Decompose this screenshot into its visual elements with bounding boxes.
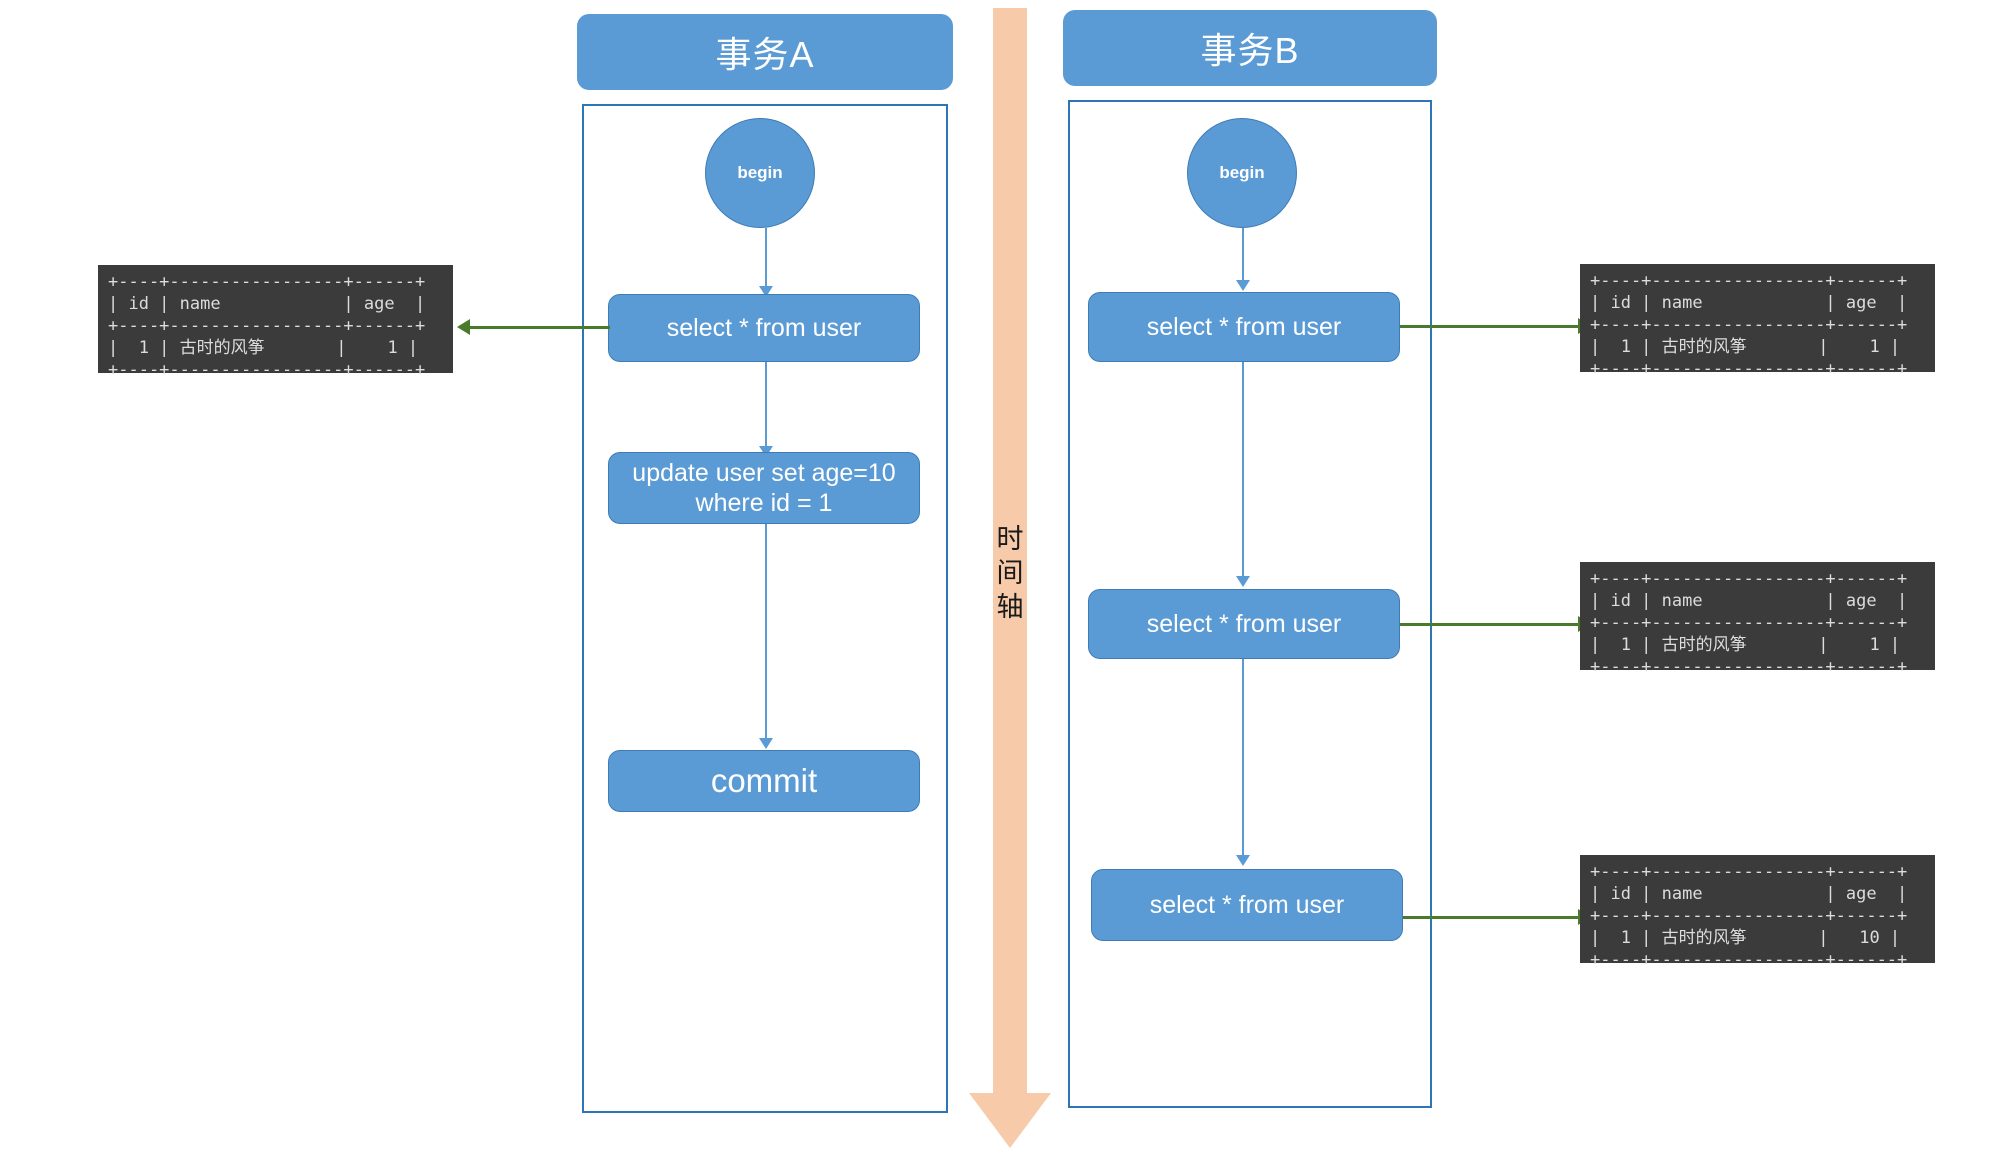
- node-update-a-line1: update user set age=10: [632, 459, 896, 487]
- result-connector-b-select-1: [1400, 325, 1580, 328]
- result-border-top: +----+-----------------+------+: [1590, 271, 1908, 291]
- result-border-mid: +----+-----------------+------+: [1590, 906, 1908, 926]
- result-arrowhead-a-select: [457, 319, 470, 335]
- result-border-mid: +----+-----------------+------+: [108, 316, 426, 336]
- timeline-axis-arrowhead: [969, 1093, 1051, 1148]
- node-select-a[interactable]: select * from user: [608, 294, 920, 362]
- flow-arrowhead-a3: [759, 738, 773, 749]
- node-commit-a[interactable]: commit: [608, 750, 920, 812]
- flow-arrowhead-a2: [759, 446, 773, 457]
- result-table-a-select: +----+-----------------+------+ | id | n…: [98, 265, 453, 380]
- lane-title-b: 事务B: [1200, 30, 1300, 71]
- timeline-char-1: 时: [996, 524, 1024, 554]
- node-select-b-3-label: select * from user: [1149, 891, 1345, 919]
- result-border-bottom: +----+-----------------+------+: [1590, 657, 1908, 677]
- result-border-mid: +----+-----------------+------+: [1590, 315, 1908, 335]
- flow-arrowhead-b3: [1236, 855, 1250, 866]
- timeline-axis: [968, 8, 1052, 1153]
- node-begin-b[interactable]: begin: [1187, 118, 1297, 228]
- result-header-row: | id | name | age |: [108, 294, 426, 314]
- flow-arrowhead-b1: [1236, 280, 1250, 291]
- result-header-row: | id | name | age |: [1590, 884, 1908, 904]
- flow-connector-a1: [765, 228, 767, 289]
- result-border-bottom: +----+-----------------+------+: [1590, 950, 1908, 970]
- result-border-top: +----+-----------------+------+: [1590, 569, 1908, 589]
- lane-header-transaction-a: 事务A: [577, 14, 953, 90]
- result-border-bottom: +----+-----------------+------+: [1590, 359, 1908, 379]
- node-select-a-label: select * from user: [666, 314, 862, 342]
- flow-connector-a3: [765, 524, 767, 742]
- node-select-b-1[interactable]: select * from user: [1088, 292, 1400, 362]
- result-data-row: | 1 | 古时的风筝 | 1 |: [1590, 337, 1901, 357]
- timeline-char-2: 间: [996, 558, 1024, 588]
- node-begin-a-label: begin: [737, 163, 783, 182]
- result-table-b-select-2: +----+-----------------+------+ | id | n…: [1580, 562, 1935, 677]
- lane-title-a: 事务A: [715, 34, 815, 75]
- result-connector-b-select-3: [1403, 916, 1580, 919]
- node-select-b-3[interactable]: select * from user: [1091, 869, 1403, 941]
- node-begin-b-label: begin: [1219, 163, 1265, 182]
- result-data-row: | 1 | 古时的风筝 | 1 |: [108, 338, 419, 358]
- flow-connector-b3: [1242, 659, 1244, 859]
- flow-connector-b1: [1242, 228, 1244, 283]
- result-connector-b-select-2: [1400, 623, 1580, 626]
- timeline-axis-shaft: [993, 8, 1027, 1093]
- node-select-b-1-label: select * from user: [1146, 313, 1342, 341]
- flow-arrowhead-b2: [1236, 576, 1250, 587]
- node-select-b-2[interactable]: select * from user: [1088, 589, 1400, 659]
- result-border-top: +----+-----------------+------+: [108, 272, 426, 292]
- node-select-b-2-label: select * from user: [1146, 610, 1342, 638]
- flow-arrowhead-a1: [759, 286, 773, 297]
- result-header-row: | id | name | age |: [1590, 293, 1908, 313]
- result-border-bottom: +----+-----------------+------+: [108, 360, 426, 380]
- lane-header-transaction-b: 事务B: [1063, 10, 1437, 86]
- node-begin-a[interactable]: begin: [705, 118, 815, 228]
- flow-connector-a2: [765, 362, 767, 450]
- result-border-top: +----+-----------------+------+: [1590, 862, 1908, 882]
- flow-connector-b2: [1242, 362, 1244, 580]
- node-update-a-line2: where id = 1: [695, 489, 833, 517]
- result-header-row: | id | name | age |: [1590, 591, 1908, 611]
- node-commit-a-label: commit: [710, 762, 818, 800]
- timeline-char-3: 轴: [996, 592, 1024, 622]
- node-update-a[interactable]: update user set age=10 where id = 1: [608, 452, 920, 524]
- timeline-axis-label: 时 间 轴: [993, 522, 1027, 624]
- result-connector-a-select: [470, 326, 610, 329]
- result-data-row: | 1 | 古时的风筝 | 10 |: [1590, 928, 1901, 948]
- result-table-b-select-1: +----+-----------------+------+ | id | n…: [1580, 264, 1935, 379]
- result-border-mid: +----+-----------------+------+: [1590, 613, 1908, 633]
- result-data-row: | 1 | 古时的风筝 | 1 |: [1590, 635, 1901, 655]
- result-table-b-select-3: +----+-----------------+------+ | id | n…: [1580, 855, 1935, 970]
